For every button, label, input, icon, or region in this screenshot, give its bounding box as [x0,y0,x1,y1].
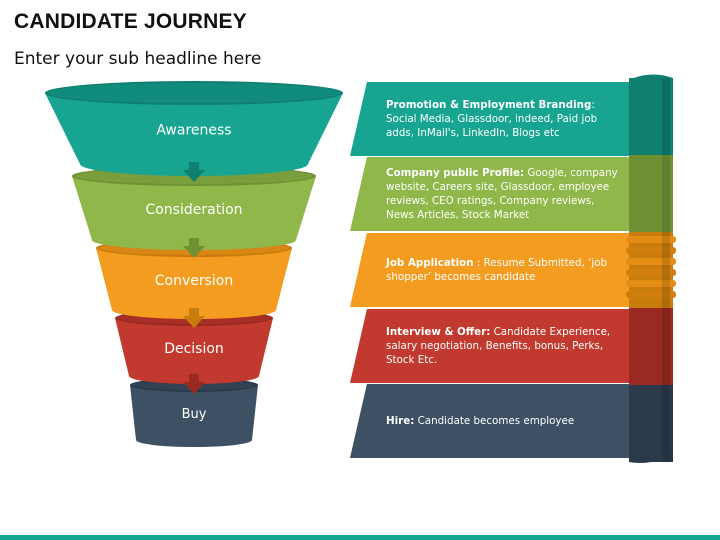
detail-bar: Company public Profile: Google, company … [350,157,632,231]
detail-title: Company public Profile: [386,167,525,179]
rail-bottom-cap [629,454,673,463]
detail-body: Resume Submitted, ‘job shopper’ becomes … [386,257,608,283]
funnel-stage-label: Consideration [145,202,242,218]
funnel-stage-body [115,318,273,384]
rail-coil-rib [626,280,676,287]
rail-segment [629,385,673,462]
detail-bar: Promotion & Employment Branding: Social … [350,82,632,156]
down-arrow-icon [183,162,205,182]
funnel-stage-label: Decision [164,341,224,357]
rail-coil-rib [626,247,676,254]
detail-bar: Hire: Candidate becomes employee [350,384,632,458]
detail-body: Candidate becomes employee [417,415,575,427]
detail-text: Hire: Candidate becomes employee [386,384,620,458]
detail-text: Interview & Offer: Candidate Experience,… [386,309,620,383]
detail-body: Social Media, Glassdoor, indeed, Paid jo… [386,113,598,139]
bottom-rule [0,535,720,540]
detail-text: Company public Profile: Google, company … [386,157,620,231]
detail-separator: : [473,257,484,269]
candidate-funnel: Buy Decision Conversion Consideration Awaren… [45,81,343,447]
funnel-stage-body [130,385,258,447]
funnel-stage-body [96,248,292,319]
down-arrow-icon [183,374,205,394]
detail-body: Google, company website, Careers site, G… [386,167,618,221]
funnel-stage-body [72,176,316,250]
detail-separator: : [591,99,595,111]
detail-bar: Interview & Offer: Candidate Experience,… [350,309,632,383]
rail-segment [629,78,673,155]
page-subtitle: Enter your sub headline here [14,49,262,69]
detail-title: Interview & Offer: [386,326,491,338]
funnel-stage-body [45,93,343,176]
funnel-stage-rim [45,81,343,105]
rail-coil-rib [626,258,676,265]
funnel-stage-label: Buy [182,407,207,422]
down-arrow-icon [183,238,205,258]
detail-title: Promotion & Employment Branding [386,99,592,111]
rail-coil-rib [626,269,676,276]
side-rail [626,74,676,463]
detail-body: Candidate Experience, salary negotiation… [386,326,611,366]
rail-coil-rib [626,236,676,243]
page-title: CANDIDATE JOURNEY [14,10,247,33]
funnel-stage-label: Conversion [155,273,234,289]
rail-top-cap [629,74,673,84]
rail-segment [629,155,673,232]
detail-title: Job Application [386,257,474,269]
funnel-stage-awareness: Awareness [45,81,343,182]
detail-bar: Job Application : Resume Submitted, ‘job… [350,233,632,307]
detail-title: Hire: [386,415,415,427]
rail-segment [629,308,673,385]
down-arrow-icon [183,308,205,328]
detail-text: Promotion & Employment Branding: Social … [386,82,620,156]
rail-shade [662,78,670,462]
funnel-stage-rim-highlight [48,83,340,103]
detail-text: Job Application : Resume Submitted, ‘job… [386,233,620,307]
funnel-stage-label: Awareness [156,123,231,139]
rail-coil-rib [626,291,676,298]
